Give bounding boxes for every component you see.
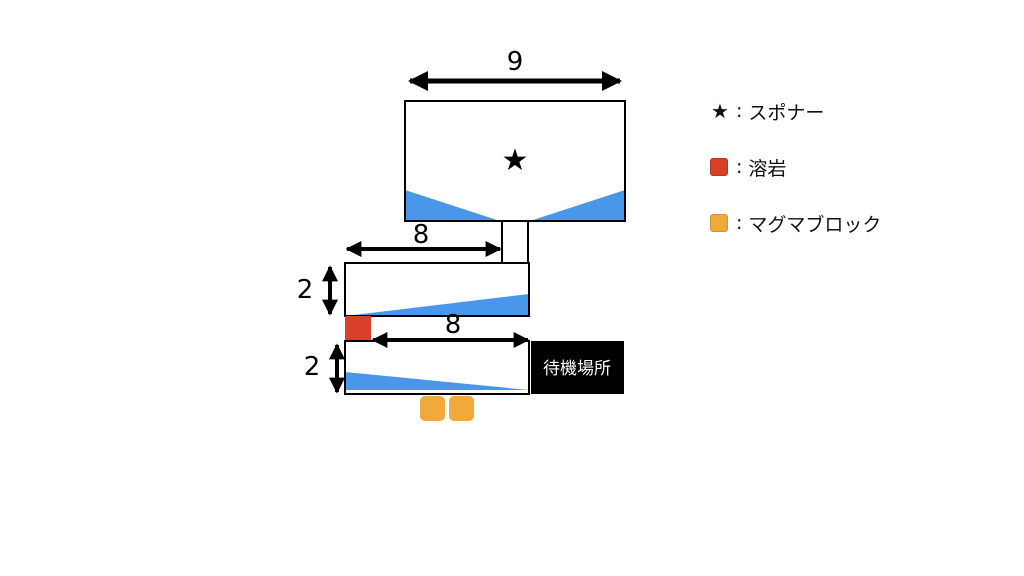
star-icon: ★ xyxy=(711,99,729,123)
bottom-corridor-water xyxy=(345,372,529,390)
legend-separator: : xyxy=(736,156,743,178)
middle-corridor-water xyxy=(345,294,529,316)
spawner-room: ★ xyxy=(404,100,626,222)
legend-magma-block-label: マグマブロック xyxy=(748,213,882,236)
drop-shaft xyxy=(501,220,529,264)
middle-corridor xyxy=(344,262,530,317)
legend-lava: : 溶岩 xyxy=(710,156,787,180)
waiting-area-label: 待機場所 xyxy=(543,359,611,379)
spawner-room-water-right xyxy=(530,190,625,221)
waiting-area: 待機場所 xyxy=(531,341,624,394)
legend-spawner: ★ : スポナー xyxy=(710,99,825,124)
waiting-area-box xyxy=(531,341,624,394)
middle-width-label: 8 xyxy=(413,220,430,250)
legend-separator: : xyxy=(736,100,743,122)
legend-lava-label: 溶岩 xyxy=(748,157,787,180)
bottom-width-label: 8 xyxy=(445,310,462,340)
spawner-star: ★ xyxy=(502,143,529,178)
top-width-label: 9 xyxy=(507,47,524,77)
middle-height-label: 2 xyxy=(297,275,314,305)
lava-block xyxy=(345,316,371,341)
magma-block-swatch-icon xyxy=(710,214,728,232)
bottom-corridor xyxy=(344,340,530,395)
bottom-height-label: 2 xyxy=(304,352,321,382)
legend-spawner-label: スポナー xyxy=(748,101,825,124)
spawner-room-water-left xyxy=(405,190,500,221)
legend-separator: : xyxy=(736,212,743,234)
magma-block-2 xyxy=(449,396,474,421)
lava-swatch-icon xyxy=(710,158,728,176)
middle-corridor-outline xyxy=(344,262,530,317)
magma-block-1 xyxy=(420,396,445,421)
legend-magma-block: : マグマブロック xyxy=(710,212,882,236)
